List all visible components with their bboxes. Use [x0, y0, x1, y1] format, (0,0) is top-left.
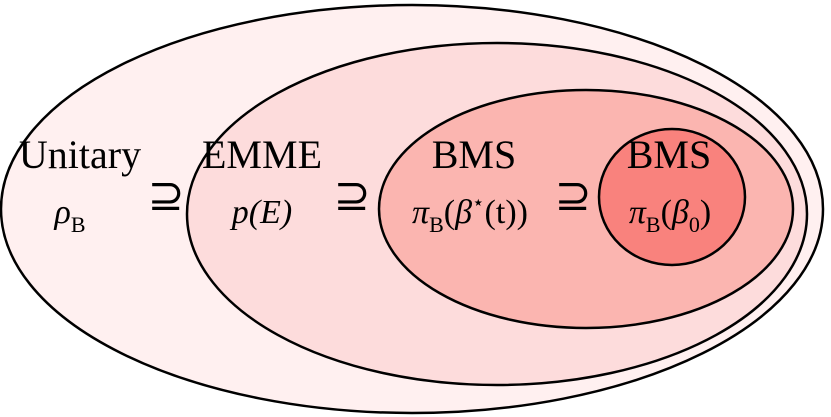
set-unitary-title: Unitary [19, 132, 141, 177]
set-emme-title: EMME [202, 132, 322, 177]
set-bms-t-title: BMS [432, 132, 517, 177]
set-emme-math: p(E) [230, 194, 292, 231]
set-bms-0-math: πB(β0) [629, 194, 711, 237]
set-bms-0-region [597, 127, 747, 267]
set-bms-t-math: πB(β⋆(t)) [412, 192, 528, 237]
set-bms-0-title: BMS [627, 132, 712, 177]
superset-symbol-1: ⊇ [148, 170, 185, 221]
superset-symbol-3: ⊇ [555, 170, 592, 221]
set-unitary-math: ρB [53, 194, 85, 237]
superset-symbol-2: ⊇ [334, 170, 371, 221]
